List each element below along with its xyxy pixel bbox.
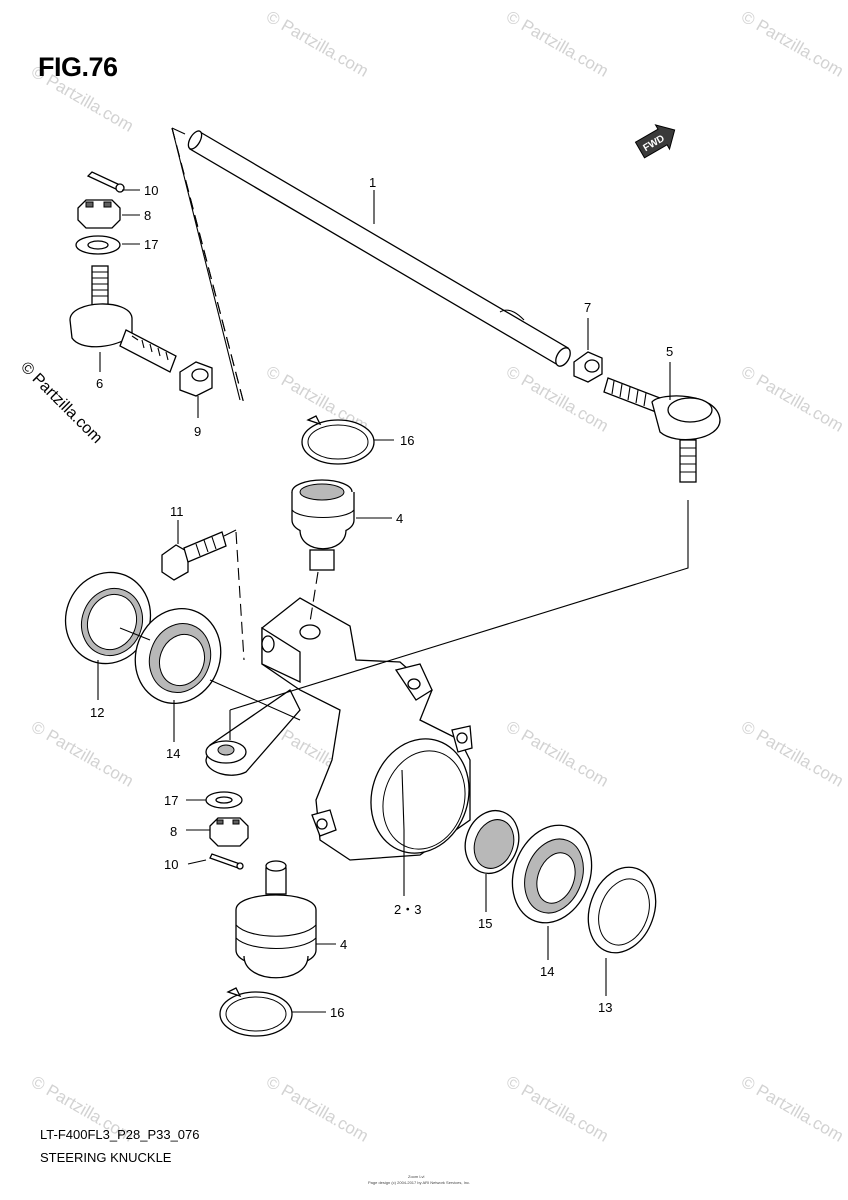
ball-joint-top	[291, 479, 355, 571]
callout-15: 15	[478, 916, 492, 931]
callout-16: 16	[330, 1005, 344, 1020]
ball-joint-bottom	[235, 860, 317, 979]
callout-10: 10	[164, 857, 178, 872]
watermark: © Partzilla.com	[503, 717, 612, 791]
callout-2-3: 2・3	[394, 902, 421, 917]
callouts: 1 10 8 17 6 9 7 5 16 11 4 12 14 17 8 10 …	[90, 175, 673, 1020]
callout-12: 12	[90, 705, 104, 720]
bolt	[161, 531, 227, 581]
callout-17: 17	[164, 793, 178, 808]
steering-knuckle	[205, 597, 473, 861]
tie-rod-end-left	[69, 265, 177, 373]
callout-1: 1	[369, 175, 376, 190]
oil-seal-left	[64, 571, 152, 665]
washer-bottom	[205, 791, 243, 809]
footer-code: LT-F400FL3_P28_P33_076	[40, 1127, 200, 1142]
callout-5: 5	[666, 344, 673, 359]
tie-rod-end-right	[603, 377, 721, 483]
callout-14: 14	[166, 746, 180, 761]
callout-7: 7	[584, 300, 591, 315]
callout-14: 14	[540, 964, 554, 979]
washer-top	[75, 235, 121, 255]
footer-name: STEERING KNUCKLE	[40, 1150, 172, 1165]
circlip-top	[301, 415, 375, 465]
cotter-pin-bottom	[209, 853, 244, 870]
callout-4: 4	[396, 511, 403, 526]
bearing-right	[511, 824, 593, 924]
callout-10: 10	[144, 183, 158, 198]
cotter-pin-top	[86, 171, 125, 193]
nut-right	[573, 351, 603, 383]
watermark: © Partzilla.com	[738, 7, 847, 81]
castle-nut-bottom	[209, 817, 249, 847]
callout-6: 6	[96, 376, 103, 391]
castle-nut-top	[77, 199, 121, 229]
copyright-note: Page design (c) 2004-2017 by ARI Network…	[368, 1180, 471, 1185]
watermark-layer: © Partzilla.com © Partzilla.com © Partzi…	[17, 7, 847, 1146]
watermark: © Partzilla.com	[738, 717, 847, 791]
callout-8: 8	[170, 824, 177, 839]
callout-9: 9	[194, 424, 201, 439]
watermark: © Partzilla.com	[28, 717, 137, 791]
bearing-left	[134, 608, 222, 704]
watermark: © Partzilla.com	[503, 1072, 612, 1146]
watermark: © Partzilla.com	[738, 362, 847, 436]
leader-line	[171, 127, 241, 401]
zoom-level-note: Zoom Lvl	[408, 1174, 425, 1179]
circlip-bottom	[219, 987, 293, 1037]
watermark: © Partzilla.com	[263, 1072, 372, 1146]
callout-16: 16	[400, 433, 414, 448]
callout-17: 17	[144, 237, 158, 252]
callout-4: 4	[340, 937, 347, 952]
fwd-arrow-icon: FWD	[634, 124, 676, 159]
figure-title: FIG.76	[38, 52, 118, 82]
tie-rod	[187, 130, 571, 367]
callout-8: 8	[144, 208, 151, 223]
leader-line	[171, 127, 186, 135]
nut-left	[179, 361, 213, 397]
oil-seal-right	[587, 866, 657, 954]
callout-11: 11	[170, 504, 184, 519]
side-watermark: © Partzilla.com	[17, 359, 105, 447]
spacer	[464, 809, 520, 875]
watermark: © Partzilla.com	[738, 1072, 847, 1146]
callout-13: 13	[598, 1000, 612, 1015]
watermark: © Partzilla.com	[503, 7, 612, 81]
watermark: © Partzilla.com	[263, 7, 372, 81]
leader-lines	[97, 189, 689, 1013]
